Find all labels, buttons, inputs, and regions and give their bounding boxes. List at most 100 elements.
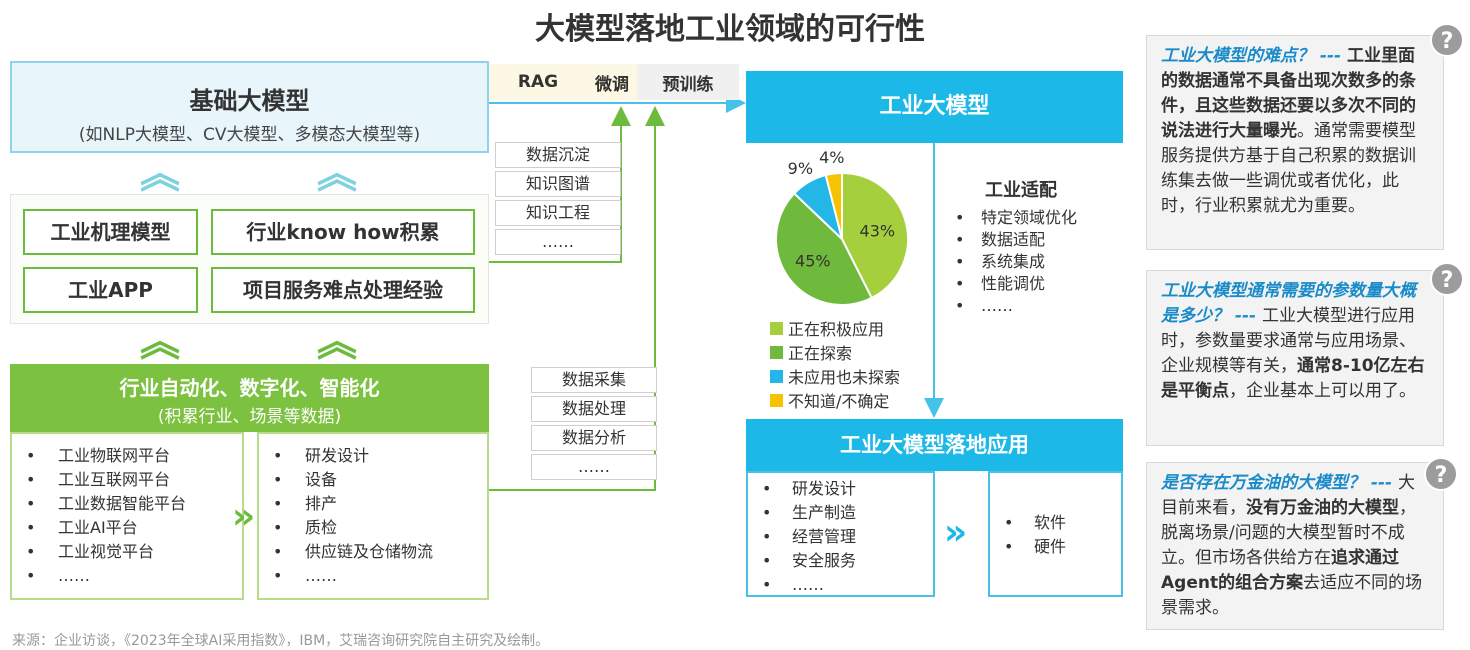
panel-bold: 工业里面的数据通常不具备出现次数多的条件，且这些数据还要以多次不同的说法进行大量… (1161, 46, 1416, 141)
list-item: …… (955, 295, 1077, 317)
slice-active (841, 171, 909, 300)
output-list: 软件 硬件 (988, 471, 1123, 597)
slice-unknown (824, 171, 843, 240)
automation-box: 行业自动化、数字化、智能化 (积累行业、场景等数据) (10, 364, 489, 432)
slice-exploring (775, 192, 874, 306)
double-chevron-right-icon: » (944, 512, 968, 553)
panel-text: ，脱离场景/问题的大模型暂时不成立。但市场各供给方在 (1161, 498, 1416, 568)
list-item: 安全服务 (762, 549, 933, 573)
list-item: 数据适配 (955, 229, 1077, 251)
question-icon: ? (1430, 23, 1464, 57)
panel-bold: 追求通过Agent的组合方案 (1161, 548, 1399, 593)
slice-label: 45% (795, 252, 831, 271)
legend-item: 正在探索 (770, 340, 900, 364)
base-model-title: 基础大模型 (189, 87, 310, 115)
automation-subtitle: (积累行业、场景等数据) (157, 407, 342, 427)
chevron-up-icon: ︽ (317, 151, 357, 197)
adaptation-title: 工业适配 (985, 180, 1057, 201)
knowledge-item: 行业know how积累 (211, 209, 475, 255)
chevron-up-icon: ︽ (317, 319, 357, 365)
method-bar: RAG 微调 预训练 (489, 64, 739, 100)
knowledge-item: 项目服务难点处理经验 (211, 267, 475, 313)
pie-legend: 正在积极应用 正在探索 未应用也未探索 不知道/不确定 (770, 316, 900, 412)
legend-swatch (770, 321, 783, 335)
page-title: 大模型落地工业领域的可行性 (535, 12, 925, 47)
knowledge-tag: 知识图谱 (495, 171, 621, 197)
legend-label: 不知道/不确定 (788, 392, 890, 411)
scenario-list: 研发设计 设备 排产 质检 供应链及仓储物流 …… (257, 432, 489, 600)
data-tag: 数据处理 (531, 396, 657, 422)
data-tag: …… (531, 454, 657, 480)
list-item: 质检 (273, 516, 487, 540)
faq-panel-3: 是否存在万金油的大模型？ --- 大目前来看，没有万金油的大模型，脱离场景/问题… (1146, 462, 1444, 630)
list-item: 研发设计 (762, 477, 933, 501)
panel-text: 工业大模型进行应用时，参数量要求通常与应用场景、企业规模等有关， (1161, 306, 1416, 376)
legend-swatch (770, 369, 783, 383)
base-model-box: 基础大模型 (如NLP大模型、CV大模型、多模态大模型等) (10, 61, 489, 153)
adoption-pie-chart: 43% 45% 9% 4% (775, 150, 909, 306)
list-item: 生产制造 (762, 501, 933, 525)
industrial-model-box: 工业大模型 (746, 71, 1123, 143)
list-item: 硬件 (1004, 535, 1121, 559)
panel-question: 工业大模型的难点？ --- (1161, 46, 1348, 66)
list-item: 研发设计 (273, 444, 487, 468)
base-model-subtitle: (如NLP大模型、CV大模型、多模态大模型等) (78, 125, 421, 145)
knowledge-tag: …… (495, 229, 621, 255)
list-item: 工业数据智能平台 (26, 492, 242, 516)
list-item: 供应链及仓储物流 (273, 540, 487, 564)
double-chevron-right-icon: » (232, 496, 256, 537)
slice-label: 43% (860, 222, 896, 241)
platform-list: 工业物联网平台 工业互联网平台 工业数据智能平台 工业AI平台 工业视觉平台 …… (10, 432, 244, 600)
knowledge-area: 工业机理模型 行业know how积累 工业APP 项目服务难点处理经验 (10, 194, 489, 324)
slice-label: 4% (819, 150, 844, 167)
panel-text: ，企业基本上可以用了。 (1229, 381, 1416, 401)
slice-label: 9% (788, 159, 813, 178)
adaptation-list: 特定领域优化 数据适配 系统集成 性能调优 …… (955, 207, 1077, 317)
panel-bold: 通常8-10亿左右是平衡点 (1161, 356, 1425, 401)
list-item: 经营管理 (762, 525, 933, 549)
list-item: 系统集成 (955, 251, 1077, 273)
faq-panel-2: 工业大模型通常需要的参数量大概是多少？ --- 工业大模型进行应用时，参数量要求… (1146, 270, 1444, 446)
list-item: 工业物联网平台 (26, 444, 242, 468)
landing-list: 研发设计 生产制造 经营管理 安全服务 …… (746, 471, 935, 597)
source-footer: 来源：企业访谈，《2023年全球AI采用指数》，IBM，艾瑞咨询研究院自主研究及… (12, 633, 550, 649)
panel-bold: 没有万金油的大模型 (1246, 498, 1399, 518)
legend-label: 正在探索 (788, 344, 853, 363)
list-item: 性能调优 (955, 273, 1077, 295)
list-item: 工业互联网平台 (26, 468, 242, 492)
faq-panel-1: 工业大模型的难点？ --- 工业里面的数据通常不具备出现次数多的条件，且这些数据… (1146, 35, 1444, 250)
panel-text: 去适应不同的场景需求。 (1161, 573, 1423, 618)
chevron-up-icon: ︽ (140, 151, 180, 197)
question-icon: ? (1430, 262, 1464, 296)
method-pretrain: 预训练 (637, 64, 739, 100)
knowledge-item: 工业APP (23, 267, 198, 313)
legend-label: 未应用也未探索 (788, 368, 901, 387)
panel-question: 工业大模型通常需要的参数量大概是多少？ --- (1161, 281, 1416, 326)
landing-box: 工业大模型落地应用 (746, 419, 1123, 471)
legend-item: 未应用也未探索 (770, 364, 900, 388)
data-tag: 数据分析 (531, 425, 657, 451)
legend-swatch (770, 345, 783, 359)
list-item: …… (26, 564, 242, 588)
list-item: 工业视觉平台 (26, 540, 242, 564)
legend-label: 正在积极应用 (788, 320, 885, 339)
list-item: …… (762, 573, 933, 597)
legend-swatch (770, 393, 783, 407)
knowledge-item: 工业机理模型 (23, 209, 198, 255)
legend-item: 正在积极应用 (770, 316, 900, 340)
method-finetune: 微调 (587, 64, 637, 100)
question-icon: ? (1424, 457, 1458, 491)
chevron-up-icon: ︽ (140, 319, 180, 365)
data-tag: 数据采集 (531, 367, 657, 393)
legend-item: 不知道/不确定 (770, 388, 900, 412)
method-rag: RAG (489, 64, 587, 100)
knowledge-tag: 数据沉淀 (495, 142, 621, 168)
automation-title: 行业自动化、数字化、智能化 (119, 376, 380, 400)
knowledge-tag: 知识工程 (495, 200, 621, 226)
list-item: 设备 (273, 468, 487, 492)
list-item: 排产 (273, 492, 487, 516)
list-item: 软件 (1004, 511, 1121, 535)
panel-text: 。通常需要模型服务提供方基于自己积累的数据训练集去做一些调优或者优化，此时，行业… (1161, 121, 1416, 216)
panel-text: 大目前来看， (1161, 473, 1416, 518)
